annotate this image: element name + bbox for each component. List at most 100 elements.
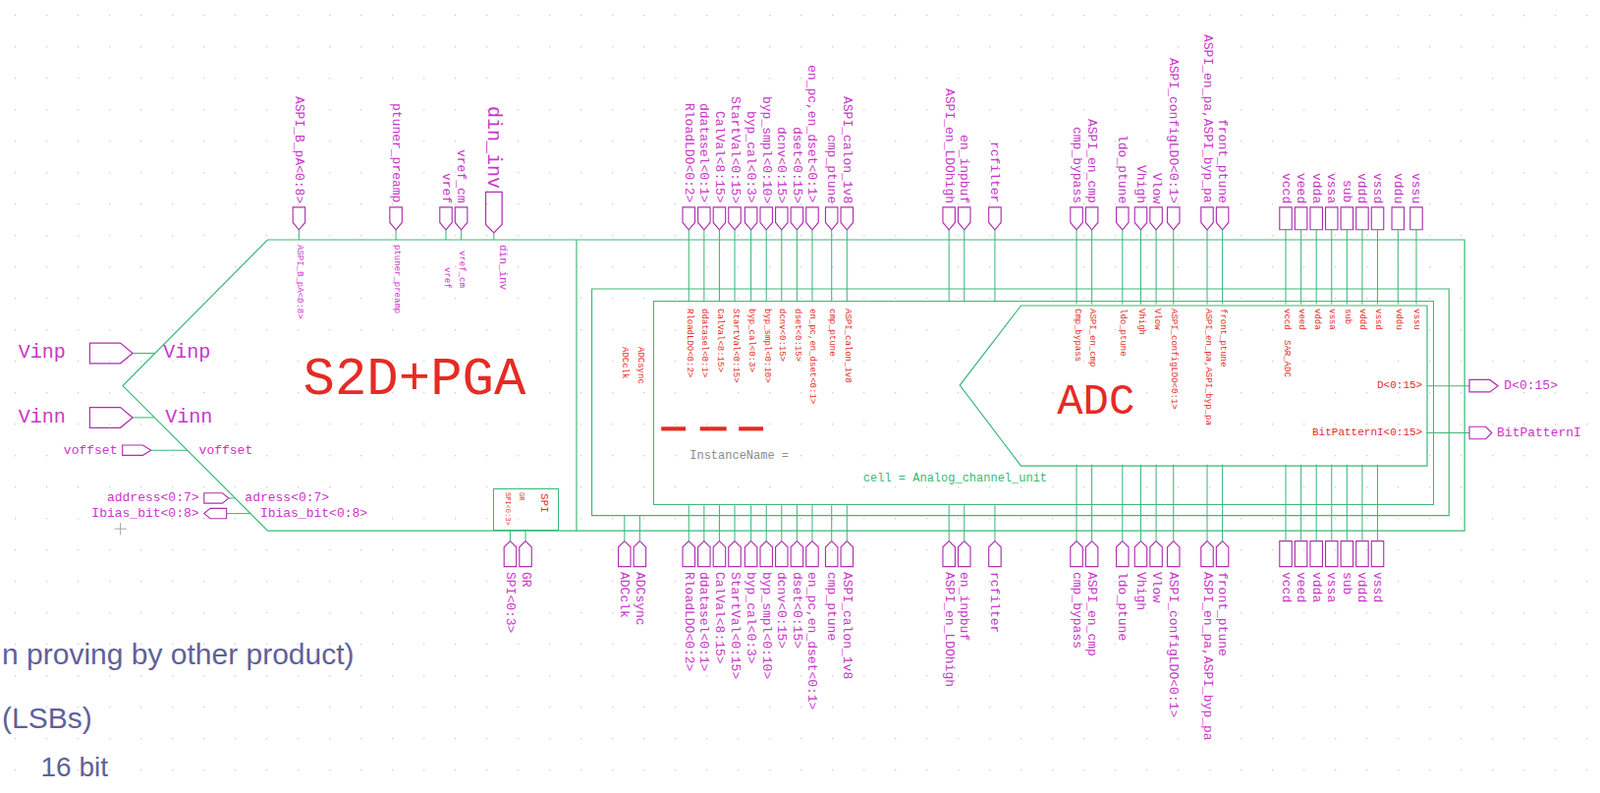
input-pin: [519, 541, 532, 567]
input-pin: [618, 541, 631, 567]
input-pin: [825, 207, 837, 230]
pin-label: ddatasel<0:1>: [697, 571, 711, 671]
pin-label: vssa: [1324, 571, 1338, 603]
pin-label: dset<0:15>: [790, 126, 804, 204]
supply-pin: [1371, 207, 1383, 230]
output-pin: [1469, 426, 1492, 439]
pin-label: en_inpbuf: [957, 571, 971, 641]
pin-label: cmp_ptune: [827, 308, 836, 357]
pin-label: Vinp: [18, 342, 66, 363]
input-pin: [122, 444, 152, 455]
pin-label: address<0:7>: [107, 491, 200, 504]
pin-wire: [151, 449, 187, 451]
block-title: SPI: [538, 493, 550, 513]
pin-label: byp_cal<0:3>: [744, 110, 758, 204]
pin-label: ADCsync: [635, 346, 645, 385]
input-pin: [1116, 207, 1129, 230]
pin-label: cmp_ptune: [825, 571, 838, 641]
pin-label: voffset: [199, 443, 254, 457]
pin-label: ASPI_en_cmp: [1085, 571, 1099, 657]
pin-label: front_ptune: [1215, 118, 1229, 204]
input-pin: [682, 541, 695, 567]
pin-label: veed: [1294, 172, 1308, 204]
input-pin: [486, 191, 503, 233]
pin-label: voffset: [63, 443, 118, 457]
pin-label: dset<0:15>: [792, 308, 802, 362]
pin-wire: [830, 504, 832, 541]
pin-label: ldo_ptune: [1117, 308, 1127, 357]
pin-label: Vinn: [165, 407, 213, 428]
pin-label: vdda: [1312, 308, 1322, 331]
pin-label: ASPI_B_pA<0:8>: [292, 96, 306, 204]
pin-label: vref: [441, 267, 451, 289]
pin-wire: [1221, 229, 1223, 305]
pin-label: ptuner_preamp: [389, 103, 403, 203]
pin-wire: [509, 530, 511, 541]
cursor-cross: [119, 522, 121, 535]
output-pin: [1469, 379, 1498, 391]
pin-wire: [1140, 464, 1142, 542]
pin-wire: [623, 515, 625, 542]
pin-label: SAR_ADC: [1281, 339, 1291, 378]
input-pin: [775, 207, 788, 230]
pin-label: ASPI_configLDO<0:1>: [1166, 57, 1180, 204]
pin-wire: [1397, 229, 1399, 305]
pin-label: veed: [1296, 308, 1306, 331]
pin-wire: [948, 504, 950, 541]
input-pin: [1201, 207, 1214, 230]
symbol-outline: S2D+PGASPIcell = Analog_channel_unitInst…: [122, 239, 1465, 531]
pin-label: SPI<0:3>: [503, 571, 517, 633]
pin-label: en_pc,en_dset<0:1>: [805, 571, 819, 710]
input-pin: [1070, 541, 1083, 567]
inout-pin: [204, 507, 227, 518]
input-pin: [1201, 541, 1214, 567]
slide-text: n proving by other product): [1, 639, 355, 669]
pin-label: ldo_ptune: [1115, 134, 1129, 204]
hatch-mark: [738, 426, 764, 431]
pin-label: Vhigh: [1134, 165, 1148, 204]
pin-label: dcnv<0:15>: [774, 571, 788, 649]
pin-label: byp_smpl<0:10>: [760, 571, 773, 679]
supply-pin: [1356, 541, 1369, 567]
supply-pin: [1279, 207, 1292, 230]
pin-label: din_inv: [483, 106, 503, 189]
pin-label: front_ptune: [1217, 308, 1227, 367]
input-pin: [989, 207, 1001, 230]
pin-wire: [1346, 464, 1348, 542]
pin-wire: [796, 504, 798, 541]
pin-wire: [1076, 229, 1078, 305]
input-pin: [204, 493, 229, 503]
pin-label: vref_cm: [456, 250, 466, 288]
pin-wire: [963, 504, 965, 541]
pin-label: Vlow: [1150, 172, 1163, 204]
pin-label: en_pc,en_dset<0:1>: [805, 64, 819, 203]
pin-label: ASPI_B_pA<0:8>: [294, 244, 304, 320]
pin-label: byp_smpl<0:10>: [762, 308, 772, 384]
pin-label: cmp_ptune: [825, 134, 838, 204]
pin-label: rcfilter: [988, 571, 1001, 633]
pin-label: cmp_bypass: [1070, 126, 1084, 204]
input-pin: [790, 207, 803, 230]
block-title: ADC: [1056, 380, 1135, 424]
pin-label: ASPI_en_cmp: [1085, 118, 1099, 204]
pin-wire: [1076, 464, 1078, 542]
pin-label: vref: [440, 172, 453, 204]
pin-wire: [132, 416, 155, 418]
pin-label: ASPI_en_pa,ASPI_byp_pa: [1201, 34, 1214, 204]
pin-label: CalVal<8:15>: [713, 110, 726, 204]
pin-label: ASPI_calon_1v8: [840, 571, 854, 679]
pin-wire: [811, 504, 813, 541]
pin-wire: [1284, 464, 1286, 542]
pin-wire: [395, 229, 397, 240]
pin-label: sub: [1340, 571, 1354, 595]
input-pin: [713, 207, 725, 230]
input-pin: [958, 541, 971, 567]
pin-label: RloadLDO<0:2>: [682, 571, 696, 671]
pin-label: cmp_bypass: [1070, 571, 1084, 649]
pin-wire: [1330, 464, 1332, 542]
pin-wire: [1156, 229, 1158, 305]
input-pin: [1085, 207, 1098, 230]
cell-name: cell = Analog_channel_unit: [863, 472, 1048, 485]
